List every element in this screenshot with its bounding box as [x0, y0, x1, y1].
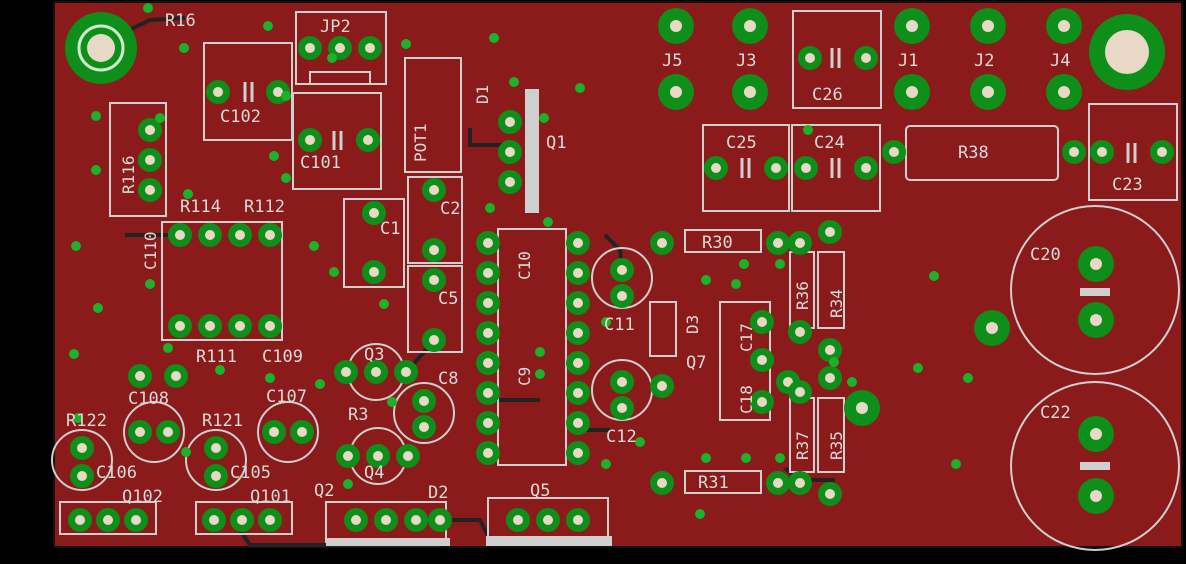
label-r16: R16	[165, 11, 196, 31]
label-c2: C2	[440, 199, 460, 219]
mounting-hole-right	[1089, 14, 1165, 90]
label-c18: C18	[737, 385, 756, 414]
label-j3: J3	[736, 51, 756, 71]
label-j1: J1	[898, 51, 918, 71]
label-q2: Q2	[314, 481, 334, 501]
label-c10: C10	[515, 251, 534, 280]
label-r36: R36	[793, 281, 812, 310]
label-q1: Q1	[546, 133, 566, 153]
label-j2: J2	[974, 51, 994, 71]
mounting-hole-left	[65, 12, 137, 84]
label-c22: C22	[1040, 403, 1071, 423]
label-c26: C26	[812, 85, 843, 105]
label-q3: Q3	[364, 345, 384, 365]
label-c8: C8	[438, 369, 458, 389]
label-r112: R112	[244, 197, 285, 217]
label-r38: R38	[958, 143, 989, 163]
label-r37: R37	[793, 431, 812, 460]
label-j4: J4	[1050, 51, 1070, 71]
label-r114: R114	[180, 197, 221, 217]
label-c105: C105	[230, 463, 271, 483]
label-d1: D1	[473, 85, 492, 104]
label-c106: C106	[96, 463, 137, 483]
label-c1: C1	[380, 219, 400, 239]
label-c5: C5	[438, 289, 458, 309]
label-c17: C17	[737, 323, 756, 352]
label-r122: R122	[66, 411, 107, 431]
label-c101: C101	[300, 153, 341, 173]
label-pot1: POT1	[411, 123, 430, 162]
label-r121: R121	[202, 411, 243, 431]
label-c102: C102	[220, 107, 261, 127]
label-d3: D3	[683, 315, 702, 334]
label-c9: C9	[515, 367, 534, 386]
label-c24: C24	[814, 133, 845, 153]
label-r30: R30	[702, 233, 733, 253]
label-j5: J5	[662, 51, 682, 71]
label-q5: Q5	[530, 481, 550, 501]
label-q102: Q102	[122, 487, 163, 507]
label-q4: Q4	[364, 463, 384, 483]
capacitor-symbols	[243, 48, 1137, 178]
label-r3: R3	[348, 405, 368, 425]
component-labels: R16 JP2 J5 J3 J1 J2 J4 C26 C102 C101 Q1 …	[66, 11, 1143, 507]
label-q7: Q7	[686, 353, 706, 373]
label-d2: D2	[428, 483, 448, 503]
label-c25: C25	[726, 133, 757, 153]
vias	[69, 3, 973, 519]
label-r35: R35	[827, 431, 846, 460]
label-c23: C23	[1112, 175, 1143, 195]
label-c107: C107	[266, 387, 307, 407]
label-c108: C108	[128, 389, 169, 409]
label-c11: C11	[604, 315, 635, 335]
label-c109: C109	[262, 347, 303, 367]
label-r111: R111	[196, 347, 237, 367]
label-r116: R116	[119, 155, 138, 194]
label-c12: C12	[606, 427, 637, 447]
label-r34: R34	[827, 289, 846, 318]
label-r31: R31	[698, 473, 729, 493]
label-c20: C20	[1030, 245, 1061, 265]
label-q101: Q101	[250, 487, 291, 507]
silk-bars	[326, 288, 1110, 546]
label-c110: C110	[141, 231, 160, 270]
label-jp2: JP2	[320, 17, 351, 37]
